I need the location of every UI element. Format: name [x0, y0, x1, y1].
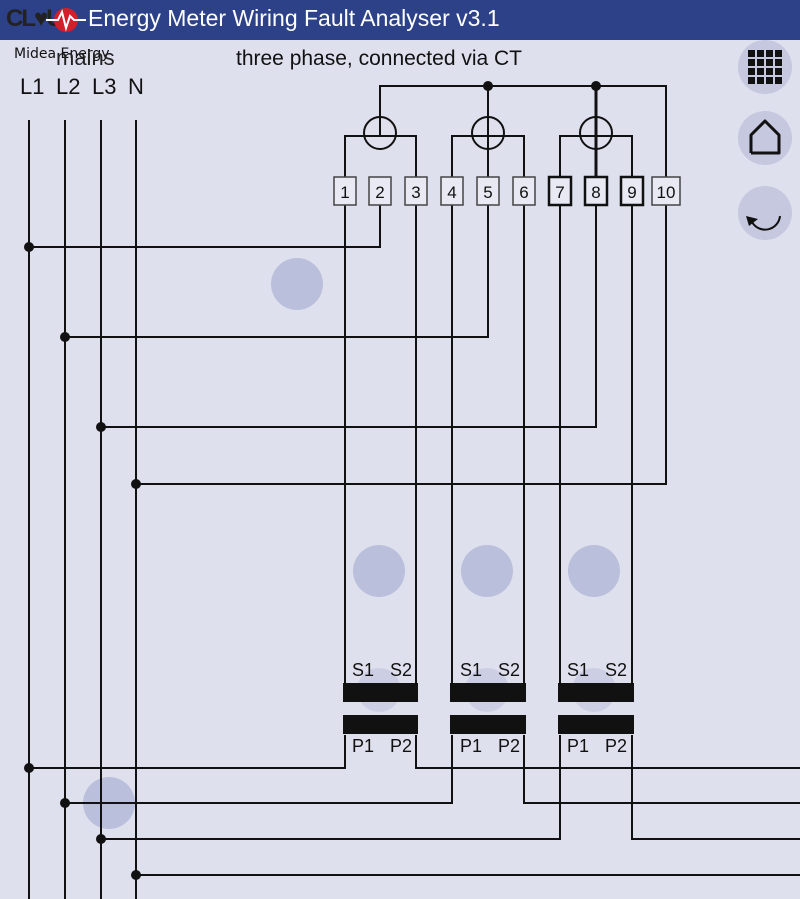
title-bar: CL♥U Energy Meter Wiring Fault Analyser … [0, 0, 800, 40]
ct3-ring [579, 116, 613, 150]
ct3-primary-bar [558, 715, 634, 734]
ct2-p1-label: P1 [460, 736, 482, 756]
app-logo: CL♥U [2, 2, 88, 38]
ct2-s1-label: S1 [460, 660, 482, 680]
wire-l1-to-t2 [29, 205, 381, 248]
terminal-2[interactable]: 2 [368, 176, 392, 206]
terminal-label: 7 [555, 183, 564, 202]
touch-target-ct3[interactable] [568, 545, 620, 597]
rotate-icon [746, 215, 781, 231]
home-button[interactable] [738, 111, 792, 165]
ct1-s2-label: S2 [390, 660, 412, 680]
wire-l3-to-t8 [101, 205, 597, 428]
brand-name: Midea Energy [14, 46, 110, 62]
ct3-s2-label: S2 [605, 660, 627, 680]
wire-l2-to-t5 [65, 205, 489, 338]
terminal-label: 3 [411, 183, 420, 202]
home-icon [749, 119, 781, 155]
menu-button[interactable] [738, 40, 792, 94]
terminal-6[interactable]: 6 [512, 176, 536, 206]
wire-l3-primary [101, 735, 561, 840]
mains-label: mains [56, 45, 115, 70]
terminal-7[interactable]: 7 [547, 175, 573, 207]
ct2-s2-label: S2 [498, 660, 520, 680]
ct2-secondary-bar [450, 683, 526, 702]
ct1-loop [344, 135, 417, 177]
terminal-label: 10 [657, 183, 676, 202]
terminal-label: 5 [483, 183, 492, 202]
terminal-5[interactable]: 5 [476, 176, 500, 206]
ct3-s1-label: S1 [567, 660, 589, 680]
diagram-subtitle: three phase, connected via CT [236, 47, 523, 70]
touch-target-ct1[interactable] [353, 545, 405, 597]
ct1-ring [363, 116, 397, 150]
terminal-10[interactable]: 10 [651, 176, 681, 206]
terminal-label: 4 [447, 183, 456, 202]
ct1-p2-label: P2 [390, 736, 412, 756]
terminal-label: 1 [340, 183, 349, 202]
ct2-loop [451, 135, 525, 177]
wire-l1-primary [29, 735, 346, 769]
heart-pulse-icon [46, 8, 86, 32]
phase-label-l2: L2 [56, 74, 81, 99]
wire-l3-out [631, 735, 800, 840]
terminal-3[interactable]: 3 [404, 176, 428, 206]
ct3-p2-label: P2 [605, 736, 627, 756]
terminal-4[interactable]: 4 [440, 176, 464, 206]
phase-label-l1: L1 [20, 74, 45, 99]
ct1-secondary-bar [343, 683, 418, 702]
touch-target-ct2[interactable] [461, 545, 513, 597]
terminal-label: 6 [519, 183, 528, 202]
logo-text: CL♥U [6, 5, 64, 32]
ct3-p1-label: P1 [567, 736, 589, 756]
terminal-9[interactable]: 9 [619, 175, 645, 207]
window-title: Energy Meter Wiring Fault Analyser v3.1 [88, 5, 500, 31]
phase-label-n: N [128, 74, 144, 99]
terminal-label: 8 [591, 183, 600, 202]
touch-target-mains-l1[interactable] [271, 258, 323, 310]
wire-l2-primary [65, 735, 453, 804]
ct1-p1-label: P1 [352, 736, 374, 756]
wire-n-to-t10 [136, 205, 667, 485]
ct2-primary-bar [450, 715, 526, 734]
reset-button[interactable] [738, 186, 792, 240]
terminal-label: 9 [627, 183, 636, 202]
grid-menu-icon [748, 50, 782, 84]
wire-top-bus [379, 85, 667, 177]
wire-l1-out [415, 735, 800, 769]
wire-l2-out [523, 735, 800, 804]
terminal-8[interactable]: 8 [583, 175, 609, 207]
ct2-p2-label: P2 [498, 736, 520, 756]
ct3-secondary-bar [558, 683, 634, 702]
ct1-primary-bar [343, 715, 418, 734]
terminal-label: 2 [375, 183, 384, 202]
terminal-1[interactable]: 1 [333, 176, 357, 206]
phase-label-l3: L3 [92, 74, 117, 99]
ct1-s1-label: S1 [352, 660, 374, 680]
ct2-ring [471, 116, 505, 150]
ct3-loop [559, 135, 633, 177]
